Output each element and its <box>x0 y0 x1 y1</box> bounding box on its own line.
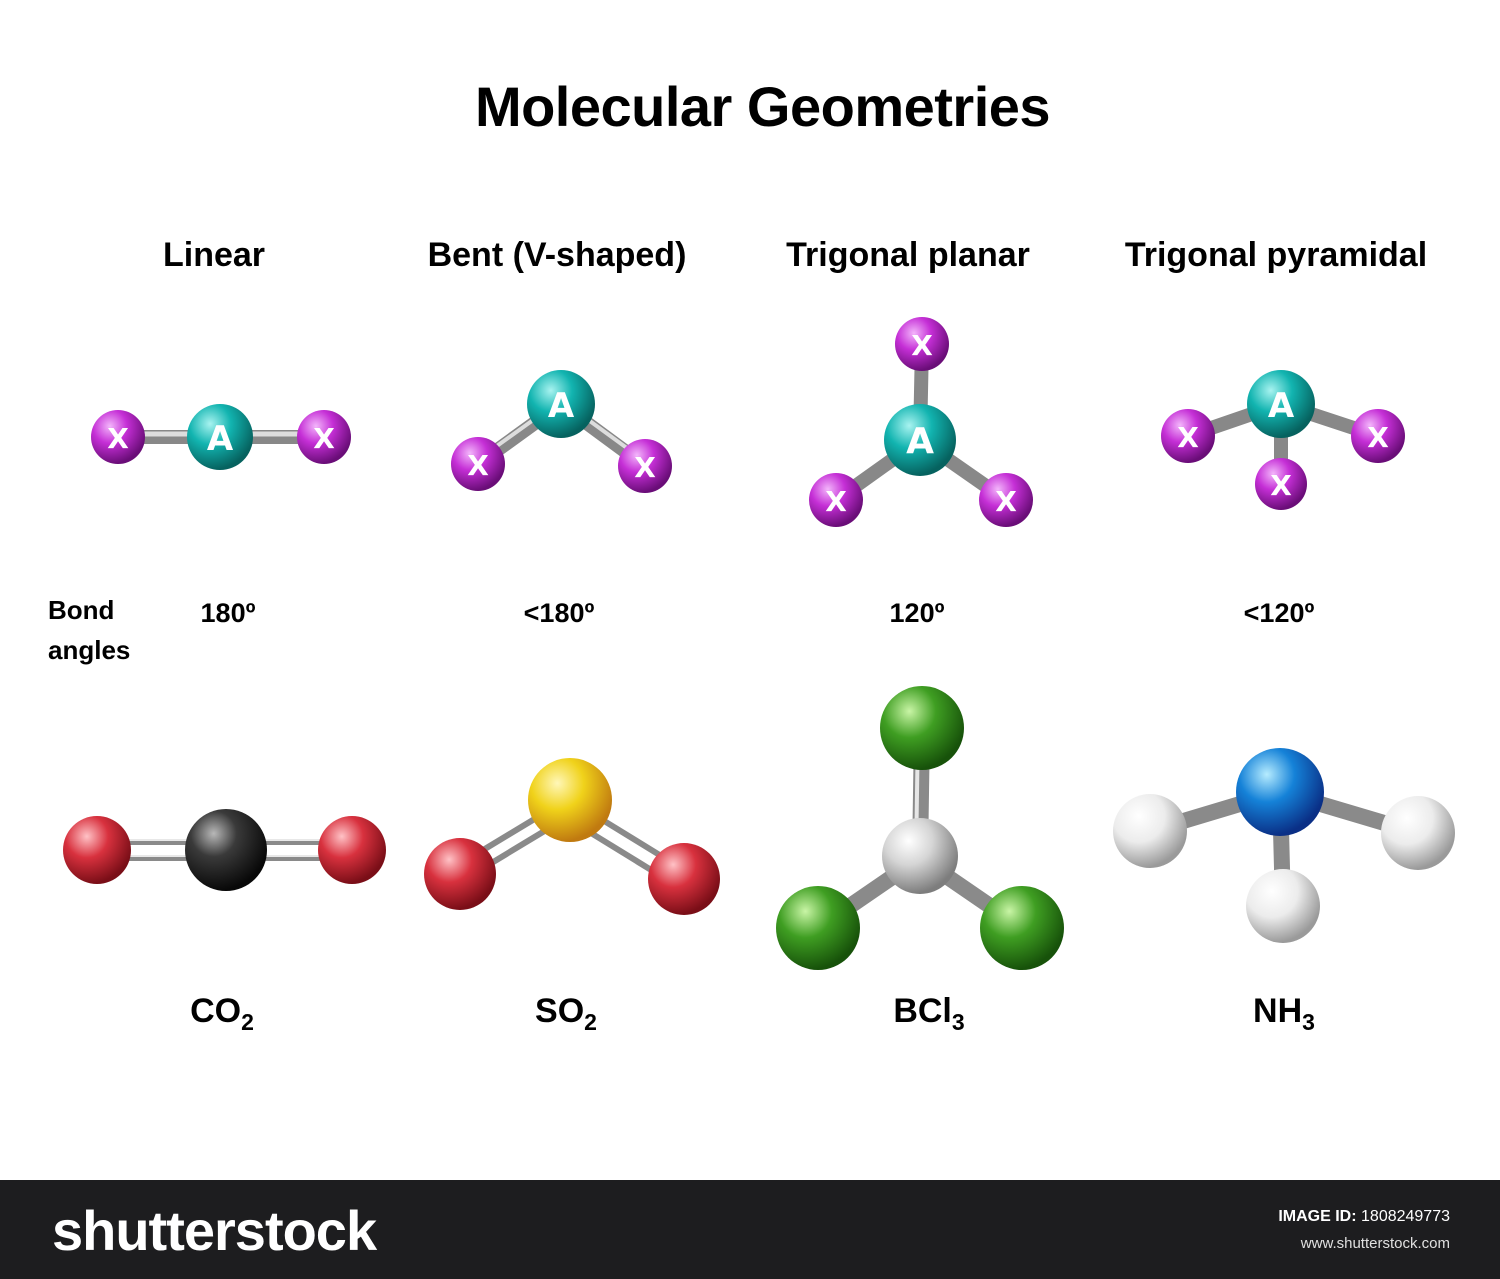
bcl3-model <box>776 686 1064 970</box>
chlorine-atom <box>980 886 1064 970</box>
outer-atom-x <box>809 473 863 527</box>
atom-label-x: X <box>467 449 489 482</box>
linear-model: X X A <box>91 404 351 470</box>
so2-model <box>424 758 720 915</box>
bond-angle-linear: 180º <box>200 598 256 628</box>
hydrogen-atom <box>1113 794 1187 868</box>
formula-subscript: 2 <box>584 1009 597 1035</box>
boron-atom <box>882 818 958 894</box>
oxygen-atom <box>648 843 720 915</box>
atom-label-a: A <box>906 421 934 462</box>
central-atom-a <box>527 370 595 438</box>
site-url: www.shutterstock.com <box>1300 1235 1450 1252</box>
image-id-value: 1808249773 <box>1361 1208 1450 1225</box>
oxygen-atom <box>63 816 131 884</box>
central-atom-a <box>1247 370 1315 438</box>
atom-label-x: X <box>107 422 129 455</box>
formula-nh3: NH3 <box>1253 992 1315 1035</box>
chlorine-atom <box>776 886 860 970</box>
bent-model: X X A <box>451 370 672 493</box>
atom-label-x: X <box>313 422 335 455</box>
geometry-name-trigonal-planar: Trigonal planar <box>786 236 1030 274</box>
outer-atom-x <box>618 439 672 493</box>
bond-angle-trigonal-pyramidal: <120º <box>1243 598 1315 628</box>
central-atom-a <box>187 404 253 470</box>
outer-atom-x <box>979 473 1033 527</box>
sulfur-atom <box>528 758 612 842</box>
image-id: IMAGE ID: 1808249773 <box>1278 1208 1450 1226</box>
trigonal-planar-model: X X X A <box>809 317 1033 527</box>
outer-atom-x <box>91 410 145 464</box>
geometry-name-trigonal-pyramidal: Trigonal pyramidal <box>1124 236 1428 274</box>
molecule-diagrams: X X A X X A X X X A X <box>63 317 1455 970</box>
brand-logo: shutterstock <box>52 1199 377 1262</box>
hydrogen-atom <box>1381 796 1455 870</box>
co2-model <box>63 809 386 891</box>
atom-label-a: A <box>207 419 234 459</box>
nh3-model <box>1113 748 1455 943</box>
atom-label-a: A <box>1268 386 1295 426</box>
geometry-name-linear: Linear <box>162 236 266 274</box>
atom-label-x: X <box>1367 421 1389 454</box>
formula-main: NH <box>1253 992 1303 1030</box>
central-atom-a <box>884 404 956 476</box>
outer-atom-x <box>1255 458 1307 510</box>
page-title: Molecular Geometries <box>474 75 1051 138</box>
formula-main: BCl <box>893 992 952 1030</box>
atom-label-x: X <box>995 485 1017 518</box>
outer-atom-x <box>451 437 505 491</box>
atom-label-a: A <box>548 386 575 426</box>
bond-angle-bent: <180º <box>523 598 595 628</box>
atom-label-x: X <box>825 485 847 518</box>
formula-bcl3: BCl3 <box>893 992 964 1035</box>
atom-label-x: X <box>911 329 933 362</box>
formula-co2: CO2 <box>190 992 254 1035</box>
chlorine-atom <box>880 686 964 770</box>
atom-label-x: X <box>1270 469 1292 502</box>
atom-label-x: X <box>1177 421 1199 454</box>
bond-angles-label: Bond angles <box>48 590 130 670</box>
carbon-atom <box>185 809 267 891</box>
bond-angle-trigonal-planar: 120º <box>889 598 945 628</box>
hydrogen-atom <box>1246 869 1320 943</box>
image-id-label: IMAGE ID: <box>1278 1208 1357 1225</box>
trigonal-pyramidal-model: X X A X <box>1161 370 1405 510</box>
oxygen-atom <box>424 838 496 910</box>
formula-subscript: 2 <box>241 1009 254 1035</box>
outer-atom-x <box>895 317 949 371</box>
formula-main: SO <box>535 992 585 1030</box>
oxygen-atom <box>318 816 386 884</box>
formula-so2: SO2 <box>535 992 597 1035</box>
geometry-name-bent: Bent (V-shaped) <box>427 236 687 274</box>
outer-atom-x <box>1161 409 1215 463</box>
nitrogen-atom <box>1236 748 1324 836</box>
outer-atom-x <box>297 410 351 464</box>
bond-angles-label-line2: angles <box>48 635 131 665</box>
watermark-footer: shutterstock IMAGE ID: 1808249773 www.sh… <box>0 1180 1500 1279</box>
bond-angles-label-line1: Bond <box>48 595 115 625</box>
formula-main: CO <box>190 992 242 1030</box>
formula-subscript: 3 <box>951 1009 965 1035</box>
atom-label-x: X <box>634 451 656 484</box>
outer-atom-x <box>1351 409 1405 463</box>
formula-subscript: 3 <box>1302 1009 1315 1035</box>
